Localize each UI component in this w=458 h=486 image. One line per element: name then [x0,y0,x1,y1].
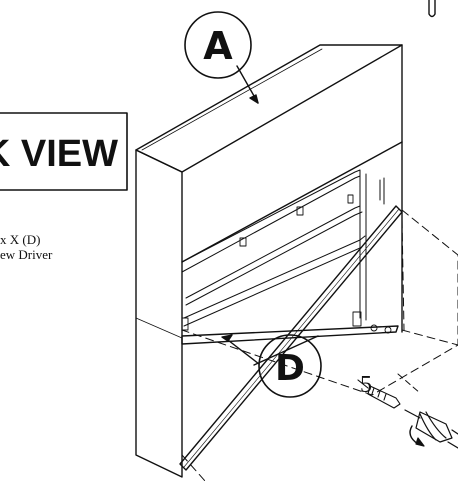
diagonal-brace [179,205,403,471]
note-line-2: ew Driver [0,247,53,262]
callout-d-circle [258,334,322,398]
callout-a-label: A [203,24,233,68]
screwdriver-icon [404,409,458,449]
callout-d-label: D [275,348,305,389]
horizontal-brace [181,325,399,345]
cabinet-side [135,149,183,478]
view-label: K VIEW [0,133,118,175]
corner-mark [428,0,436,18]
floor-outline [181,209,458,482]
view-label-box [0,112,128,191]
step-number: 5 [360,372,372,398]
note-line-1: x X (D) [0,232,40,247]
cabinet-top [135,44,403,173]
callout-a-circle [184,11,252,79]
screw-icon [357,379,401,409]
